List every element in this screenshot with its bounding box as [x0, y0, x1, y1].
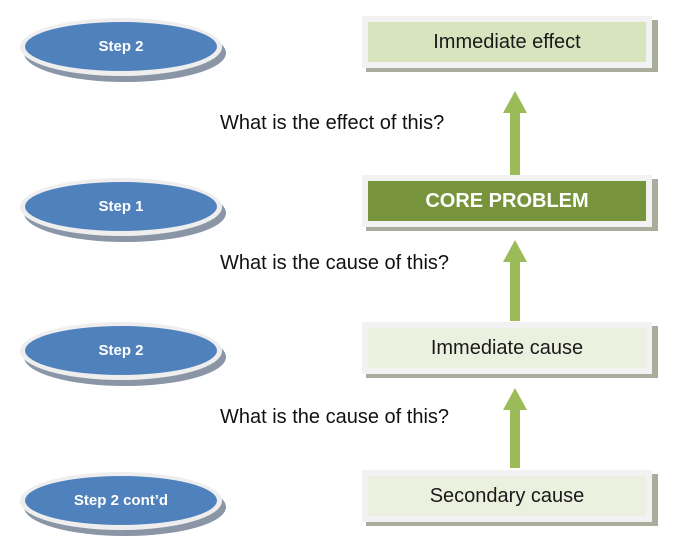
step-ellipse-effect: Step 2	[20, 18, 226, 82]
question-cause-2: What is the cause of this?	[220, 406, 450, 428]
box-label: Secondary cause	[368, 476, 646, 516]
arrow-up-icon	[503, 240, 527, 321]
box-secondary-cause: Secondary cause	[362, 470, 658, 526]
box-immediate-cause: Immediate cause	[362, 322, 658, 378]
box-label: CORE PROBLEM	[368, 181, 646, 221]
box-label: Immediate effect	[368, 22, 646, 62]
arrow-head	[503, 91, 527, 113]
arrow-shaft	[510, 113, 520, 175]
arrow-up-icon	[503, 91, 527, 175]
step-ellipse-core: Step 1	[20, 178, 226, 242]
arrow-head	[503, 388, 527, 410]
step-ellipse-secondary-cause: Step 2 cont’d	[20, 472, 226, 536]
arrow-head	[503, 240, 527, 262]
arrow-shaft	[510, 410, 520, 468]
question-effect: What is the effect of this?	[220, 112, 445, 134]
step-label: Step 2	[25, 22, 217, 71]
step-label: Step 2	[25, 326, 217, 375]
question-cause-1: What is the cause of this?	[220, 252, 450, 274]
box-immediate-effect: Immediate effect	[362, 16, 658, 72]
step-ellipse-immediate-cause: Step 2	[20, 322, 226, 386]
box-core-problem: CORE PROBLEM	[362, 175, 658, 231]
box-label: Immediate cause	[368, 328, 646, 368]
step-label: Step 1	[25, 182, 217, 231]
arrow-shaft	[510, 262, 520, 321]
step-label: Step 2 cont’d	[25, 476, 217, 525]
arrow-up-icon	[503, 388, 527, 468]
